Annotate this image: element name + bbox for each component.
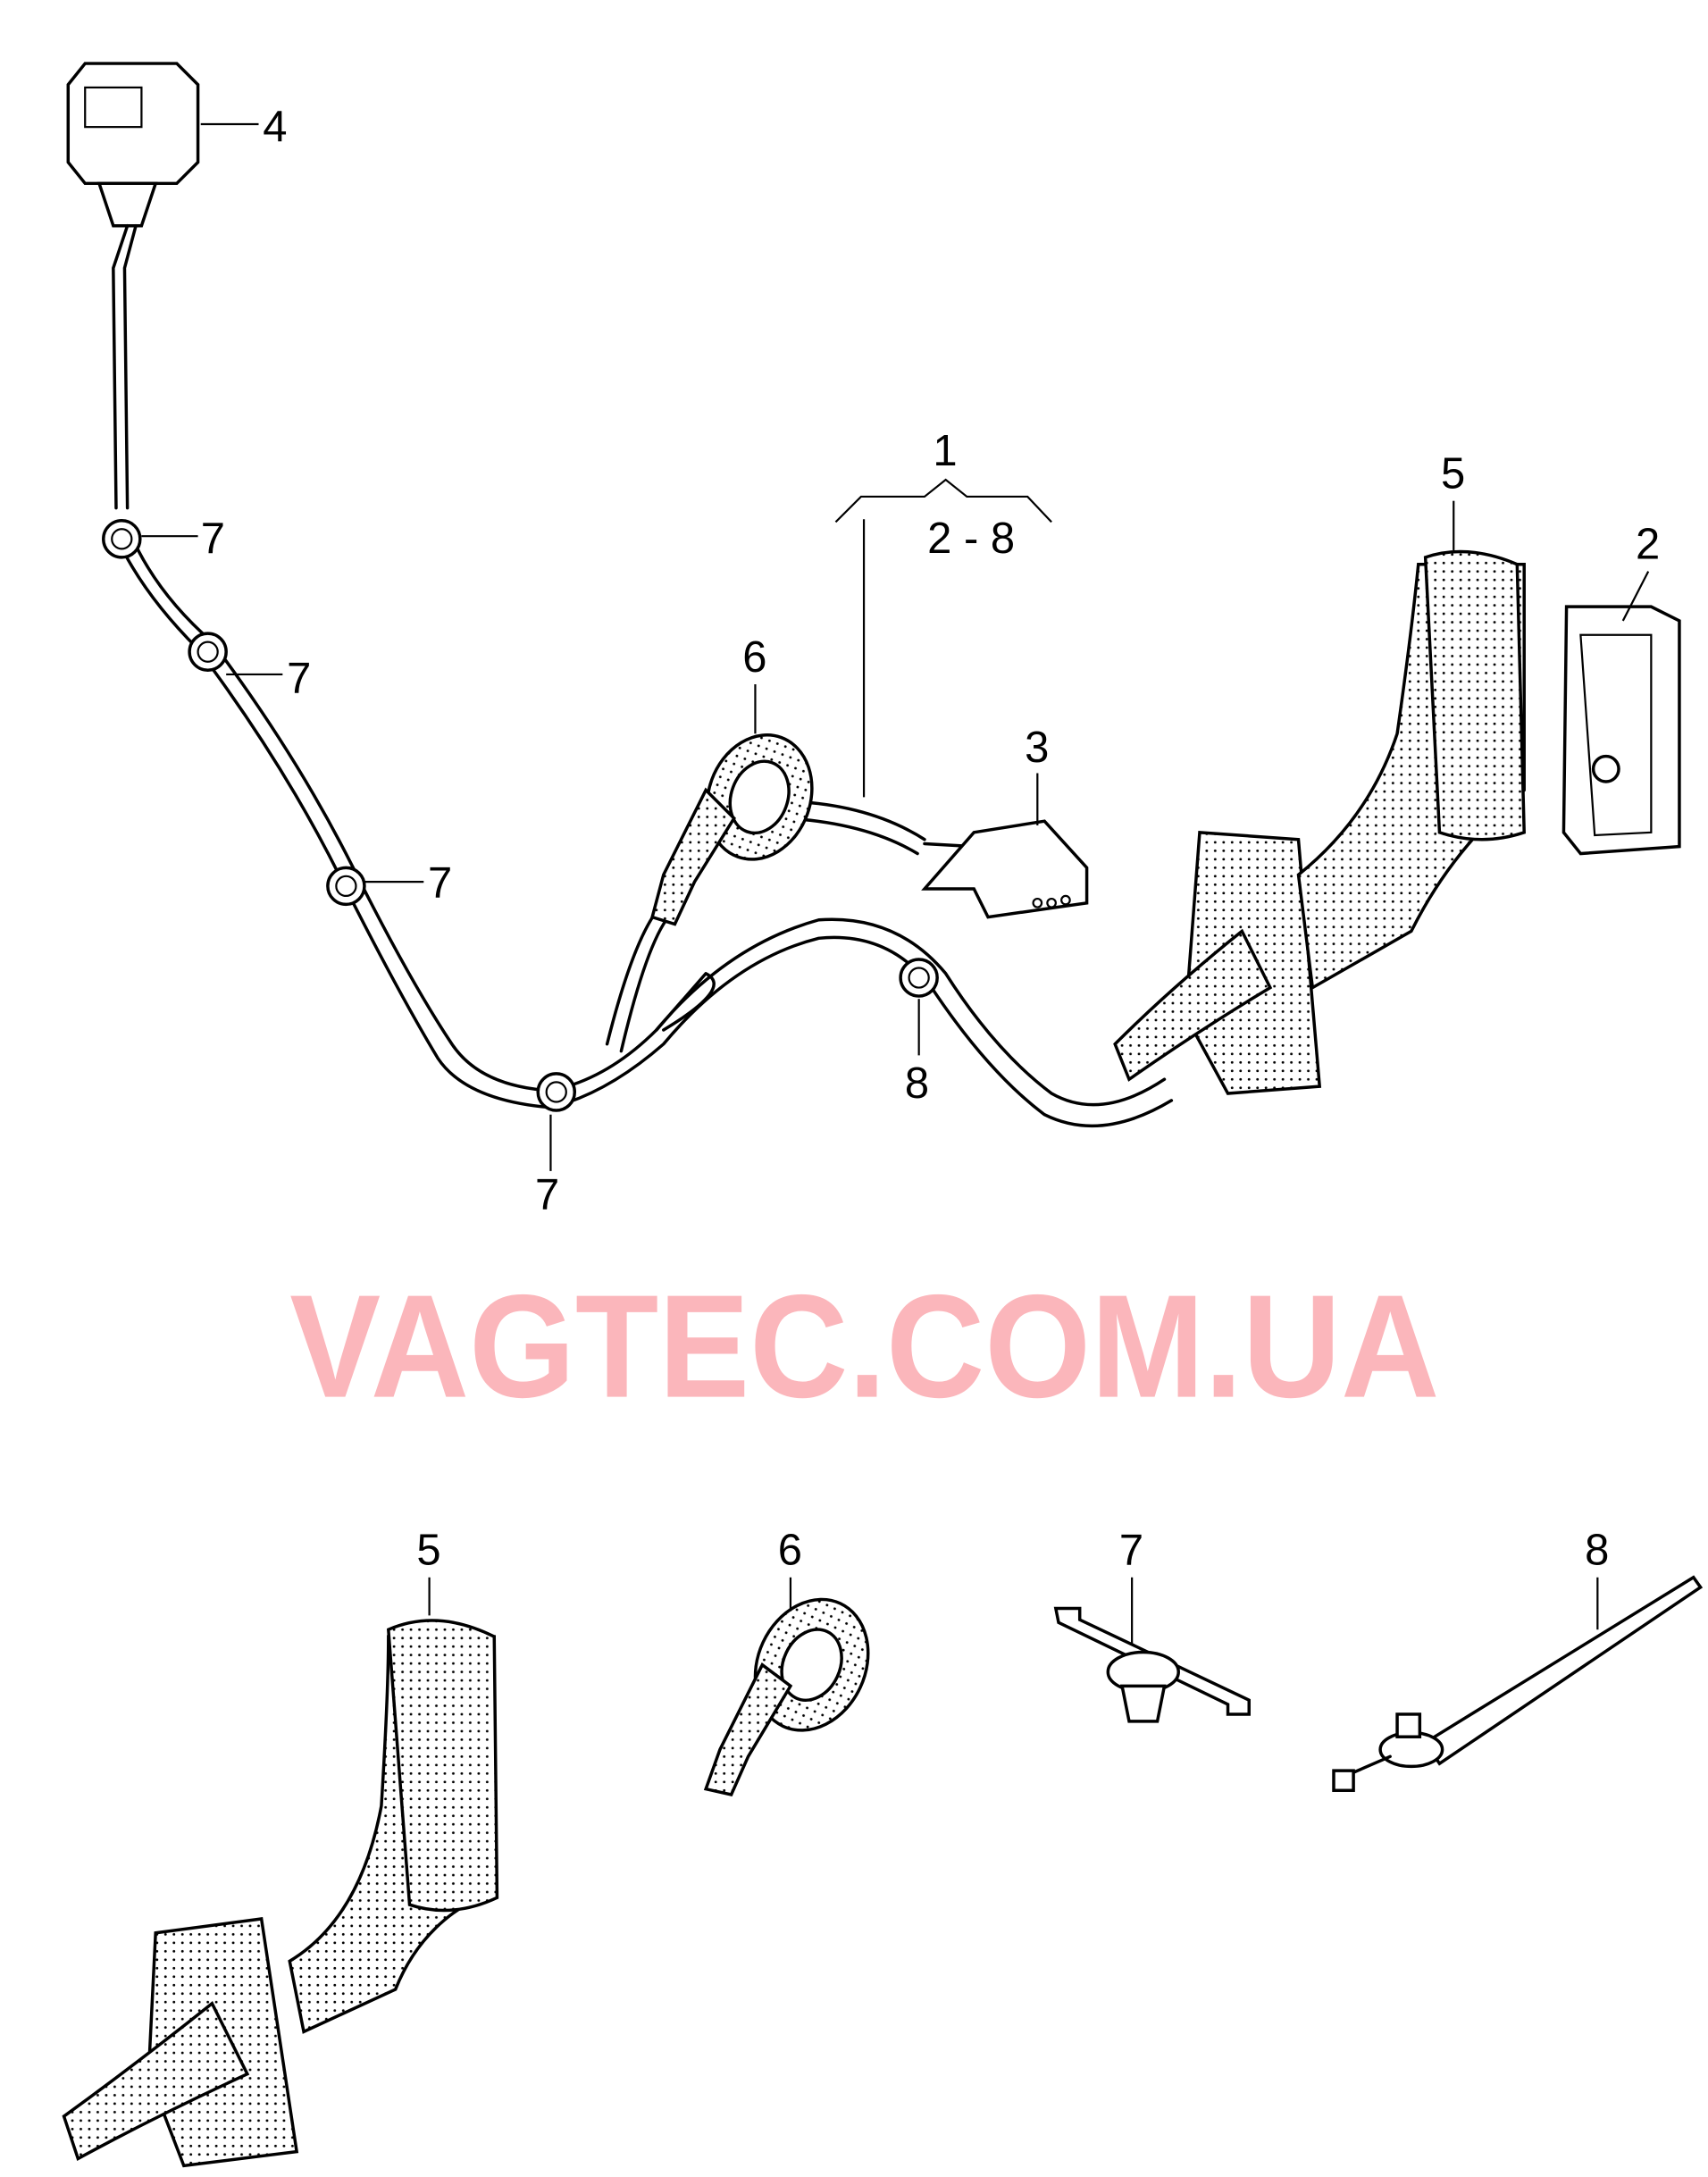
part-5-detail	[62, 1619, 499, 2168]
watermark: VAGTEC.COM.UA	[289, 1264, 1439, 1428]
part-8-detail	[1332, 1575, 1704, 1792]
callout-4: 4	[263, 103, 287, 151]
multi-pin-connector-2	[1561, 605, 1681, 856]
callout-7: 7	[201, 515, 225, 563]
callout-2: 2	[1636, 520, 1660, 568]
callout-7: 7	[287, 654, 311, 702]
part-7-detail	[1053, 1606, 1251, 1723]
callout-8: 8	[905, 1059, 929, 1108]
callout-5: 5	[1441, 449, 1465, 498]
clips-on-harness	[102, 519, 939, 1112]
callout-7: 7	[428, 858, 452, 907]
small-grommet-6	[650, 733, 814, 926]
callout-range: 2 - 8	[927, 515, 1015, 563]
round-connector-4	[66, 62, 200, 510]
callout-5-detail: 5	[416, 1527, 440, 1575]
callout-7: 7	[535, 1171, 559, 1219]
callout-6-detail: 6	[778, 1527, 802, 1575]
callout-7-detail: 7	[1119, 1527, 1143, 1575]
callout-1: 1	[933, 427, 957, 475]
flat-connector-3	[921, 819, 1089, 919]
callout-6: 6	[742, 633, 766, 682]
large-grommet-5	[1113, 549, 1526, 1095]
leader-lines	[141, 122, 1650, 1644]
part-6-detail	[703, 1597, 870, 1796]
callout-3: 3	[1025, 724, 1049, 772]
callout-8-detail: 8	[1585, 1527, 1609, 1575]
